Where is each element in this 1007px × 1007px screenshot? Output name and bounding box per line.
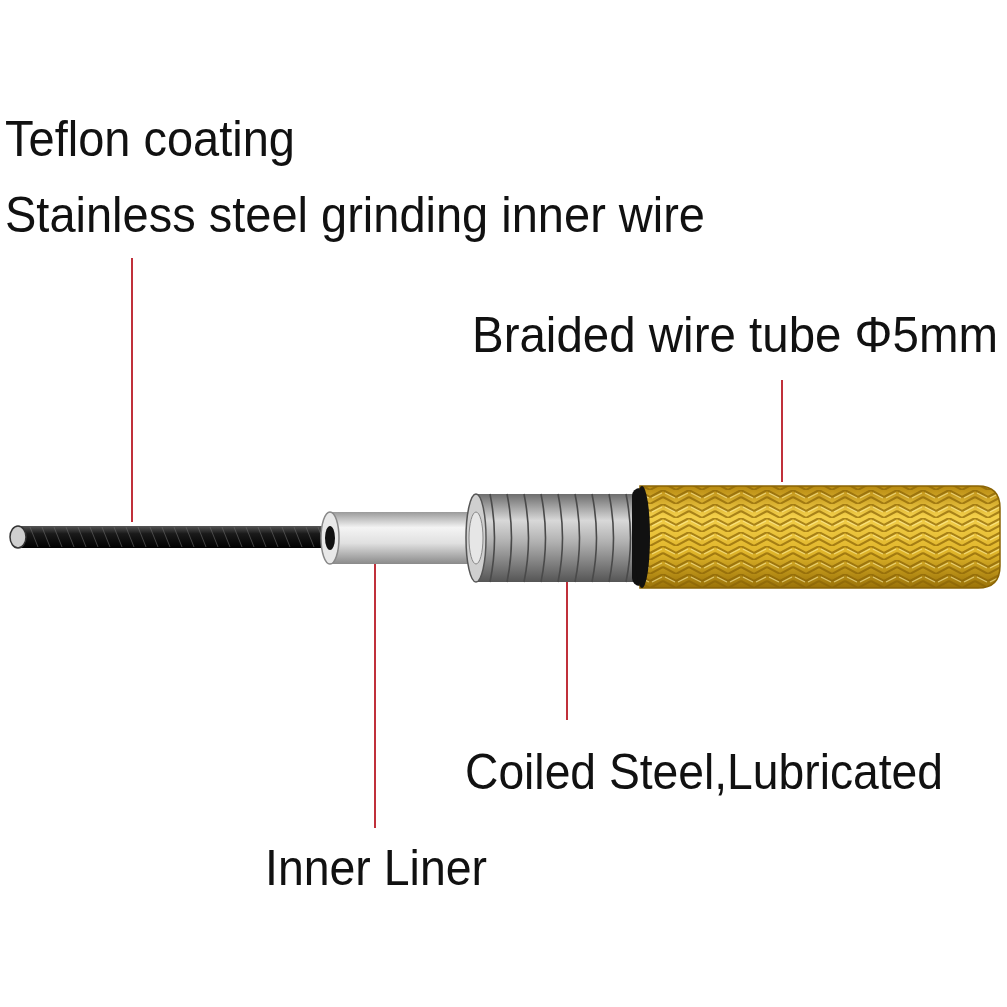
wire-strand — [258, 527, 266, 547]
part-label: Teflon coating — [5, 114, 295, 164]
wire-strand — [162, 527, 170, 547]
coil-turn — [524, 494, 529, 582]
coil-turn — [558, 494, 563, 582]
wire-strand — [210, 527, 218, 547]
wire-strand — [102, 527, 110, 547]
part-label: Inner Liner — [265, 843, 487, 893]
coil-turn — [575, 494, 580, 582]
coil-turn — [609, 494, 614, 582]
wire-strand — [150, 527, 158, 547]
braided-tube — [634, 486, 1002, 588]
coil-turn — [541, 494, 546, 582]
wire-strand — [174, 527, 182, 547]
wire-strand — [186, 527, 194, 547]
wire-strand — [78, 527, 86, 547]
wire-strand — [222, 527, 230, 547]
part-label: Stainless steel grinding inner wire — [5, 190, 705, 240]
wire-strand — [306, 527, 314, 547]
wire-strand — [294, 527, 302, 547]
part-label: Braided wire tube Φ5mm — [472, 310, 998, 360]
wire-strand — [270, 527, 278, 547]
wire-strand — [198, 527, 206, 547]
wire-strand — [246, 527, 254, 547]
wire-strand — [30, 527, 38, 547]
wire-strand — [66, 527, 74, 547]
wire-strand — [54, 527, 62, 547]
inner-wire — [10, 526, 338, 548]
coil-turn — [507, 494, 512, 582]
inner-liner — [321, 512, 490, 564]
coil-turn — [490, 494, 495, 582]
coiled-steel — [466, 494, 656, 582]
coil-turn — [592, 494, 597, 582]
wire-strand — [282, 527, 290, 547]
part-label: Coiled Steel,Lubricated — [465, 747, 943, 797]
wire-strand — [114, 527, 122, 547]
coil-turn — [626, 494, 631, 582]
wire-strand — [90, 527, 98, 547]
wire-strand — [138, 527, 146, 547]
wire-strand — [42, 527, 50, 547]
wire-strand — [126, 527, 134, 547]
wire-strand — [234, 527, 242, 547]
